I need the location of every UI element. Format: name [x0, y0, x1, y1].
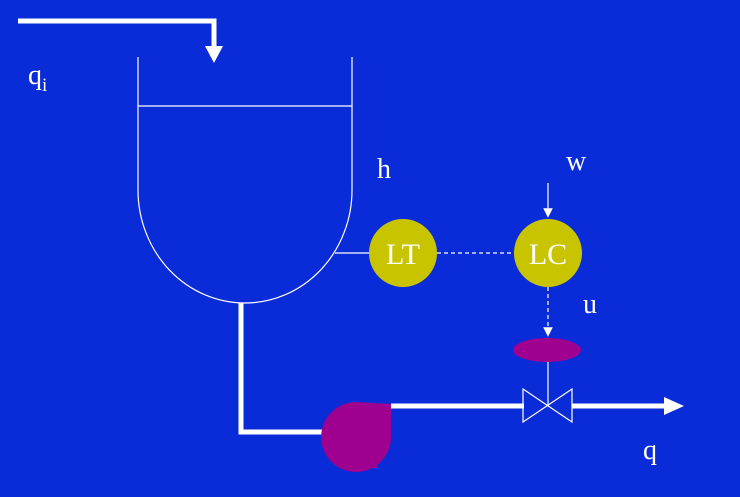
pump: [321, 402, 391, 472]
valve-actuator: [513, 338, 581, 362]
setpoint-label: w: [566, 146, 587, 177]
tank-vessel: [137, 57, 353, 304]
pump-body: [321, 402, 391, 472]
outlet-arrow: [664, 397, 684, 415]
inlet-arrow: [205, 46, 223, 63]
outlet-pipe: [238, 303, 358, 435]
lt-circle: [369, 219, 437, 287]
control-valve: [513, 338, 581, 424]
lc-circle: [514, 219, 582, 287]
inlet-flow-label: qi: [28, 60, 47, 96]
level-transmitter: LT: [369, 219, 437, 287]
inlet-flow-subscript: i: [42, 75, 47, 96]
lt-label: LT: [386, 238, 420, 271]
inlet-pipe: [18, 18, 217, 48]
lc-label: LC: [529, 238, 567, 271]
inlet-flow-symbol: q: [28, 60, 42, 91]
outlet-flow-label: q: [643, 435, 657, 466]
controller-output-label: u: [583, 289, 597, 320]
level-label: h: [377, 154, 391, 185]
valve-body: [522, 387, 573, 424]
level-controller: LC: [514, 219, 582, 287]
